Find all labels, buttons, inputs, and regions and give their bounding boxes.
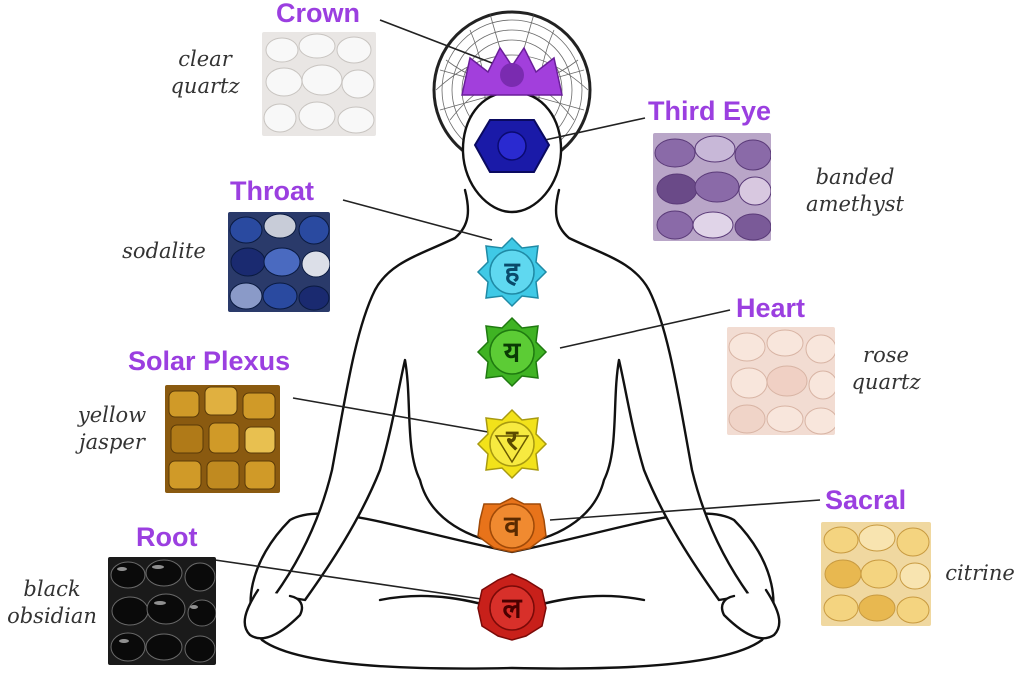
throat-chakra-symbol bbox=[476, 236, 548, 308]
caption-line: jasper bbox=[79, 430, 145, 455]
yellow-jasper-caption: yellow jasper bbox=[64, 402, 160, 457]
clear-quartz-photo bbox=[262, 32, 376, 136]
third-eye-label: Third Eye bbox=[648, 96, 772, 126]
sacral-chakra-symbol bbox=[477, 497, 547, 553]
banded-amethyst-photo bbox=[653, 133, 771, 241]
citrine-caption: citrine bbox=[945, 561, 1015, 585]
caption-line: rose bbox=[863, 343, 909, 367]
banded-amethyst-caption: banded amethyst bbox=[790, 164, 920, 219]
sodalite-photo bbox=[228, 212, 330, 312]
throat-glyph: ह bbox=[504, 256, 521, 289]
solar-plexus-chakra-symbol bbox=[476, 408, 548, 480]
crown-label: Crown bbox=[276, 0, 360, 28]
black-obsidian-caption: black obsidian bbox=[0, 576, 104, 631]
clear-quartz-caption: clear quartz bbox=[160, 46, 250, 101]
heart-label: Heart bbox=[736, 293, 806, 323]
root-chakra-symbol bbox=[477, 573, 547, 641]
caption-line: banded bbox=[815, 165, 895, 189]
sacral-glyph: व bbox=[503, 510, 521, 543]
caption-line: clear bbox=[178, 47, 232, 71]
heart-chakra-symbol bbox=[476, 316, 548, 388]
caption-line: black bbox=[23, 577, 81, 601]
sodalite-caption: sodalite bbox=[122, 239, 206, 263]
caption-line: amethyst bbox=[806, 192, 904, 217]
connector-lines bbox=[214, 19, 821, 601]
caption-line: obsidian bbox=[7, 604, 97, 629]
third-eye-chakra-symbol bbox=[473, 119, 551, 173]
solar-plexus-glyph: र bbox=[505, 424, 519, 457]
root-glyph: ल bbox=[502, 592, 523, 625]
black-obsidian-photo bbox=[108, 557, 216, 665]
crown-chakra-symbol bbox=[461, 46, 563, 96]
root-label: Root bbox=[136, 522, 198, 552]
rose-quartz-photo bbox=[727, 327, 835, 435]
sacral-label: Sacral bbox=[825, 485, 907, 515]
heart-glyph: य bbox=[503, 336, 522, 369]
throat-label: Throat bbox=[230, 176, 314, 206]
citrine-photo bbox=[821, 522, 931, 626]
caption-line: quartz bbox=[170, 74, 240, 99]
caption-line: quartz bbox=[851, 370, 921, 395]
caption-line: yellow bbox=[77, 403, 147, 427]
solar-plexus-label: Solar Plexus bbox=[128, 346, 291, 376]
rose-quartz-caption: rose quartz bbox=[836, 342, 936, 397]
yellow-jasper-photo bbox=[165, 385, 280, 493]
